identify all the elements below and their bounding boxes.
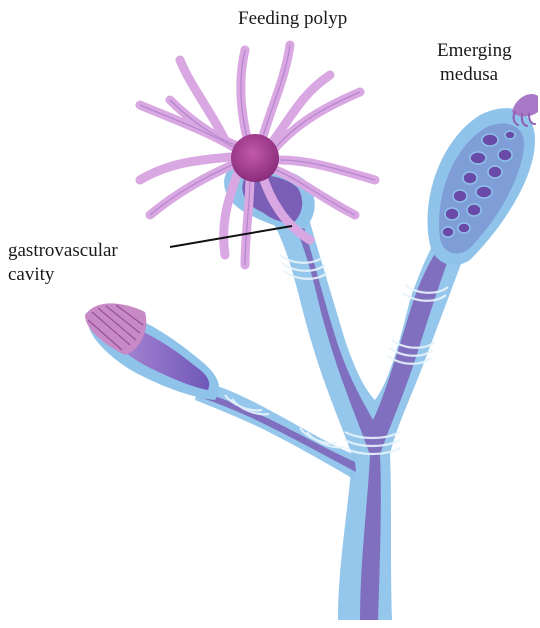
- label-cavity: cavity: [8, 264, 54, 286]
- gonangium: [427, 94, 538, 265]
- developing-bud: [85, 303, 219, 400]
- colony-stalk: [195, 205, 470, 620]
- hypostome: [231, 134, 279, 182]
- label-emerging-medusa-line1: Emerging: [437, 40, 512, 62]
- label-feeding-polyp: Feeding polyp: [238, 8, 347, 30]
- label-emerging-medusa-line2: medusa: [440, 64, 498, 86]
- label-gastrovascular: gastrovascular: [8, 240, 118, 262]
- gastrovascular-leader-line: [170, 226, 292, 247]
